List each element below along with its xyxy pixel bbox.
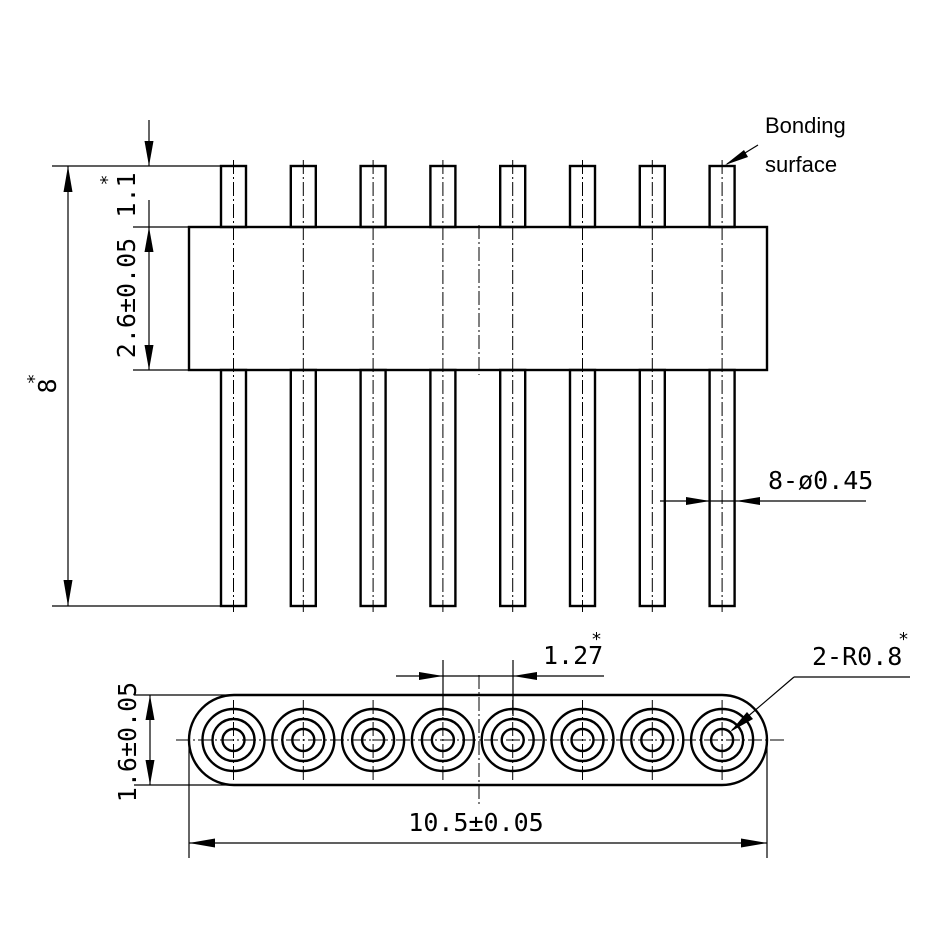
dim-arrow (189, 838, 215, 848)
pin-stub-height-star: * (97, 176, 118, 185)
leader-arrow (725, 150, 748, 165)
dim-arrow (63, 580, 73, 606)
bottom-view: 1.27 * 2-R0.8 * 1.6±0.05 10.5±0.05 (113, 629, 910, 858)
end-radius-star: * (899, 629, 908, 650)
dim-arrow (686, 497, 710, 505)
end-radius-label: 2-R0.8 (812, 642, 902, 671)
dim-arrow (419, 672, 443, 680)
dim-arrow (144, 141, 154, 166)
pin-stub-height-label: 1.1 (112, 172, 141, 217)
total-height-label: 8 (33, 378, 62, 393)
front-view: 8 * 1.1 * 2.6±0.05 Bonding surface 8-ø0.… (24, 113, 873, 612)
housing-outline (187, 693, 769, 787)
pin-diameter-label: 8-ø0.45 (768, 466, 873, 495)
body-height-label: 2.6±0.05 (112, 238, 141, 358)
front-pins (219, 160, 736, 612)
length-label: 10.5±0.05 (408, 808, 543, 837)
dim-arrow (144, 345, 154, 370)
pitch-star: * (592, 629, 601, 650)
width-label: 1.6±0.05 (113, 682, 142, 802)
dim-arrow (145, 695, 155, 720)
bonding-label-line1: Bonding (765, 113, 846, 138)
total-height-star: * (24, 375, 45, 384)
bonding-label-line2: surface (765, 152, 837, 177)
dim-arrow (144, 227, 154, 252)
pitch-label: 1.27 (543, 641, 603, 670)
dim-arrow (736, 497, 760, 505)
leader-arrow (730, 712, 753, 732)
dim-arrow (145, 760, 155, 785)
dim-arrow (513, 672, 537, 680)
dim-arrow (63, 166, 73, 192)
dim-arrow (741, 838, 767, 848)
housing-body (187, 225, 769, 372)
